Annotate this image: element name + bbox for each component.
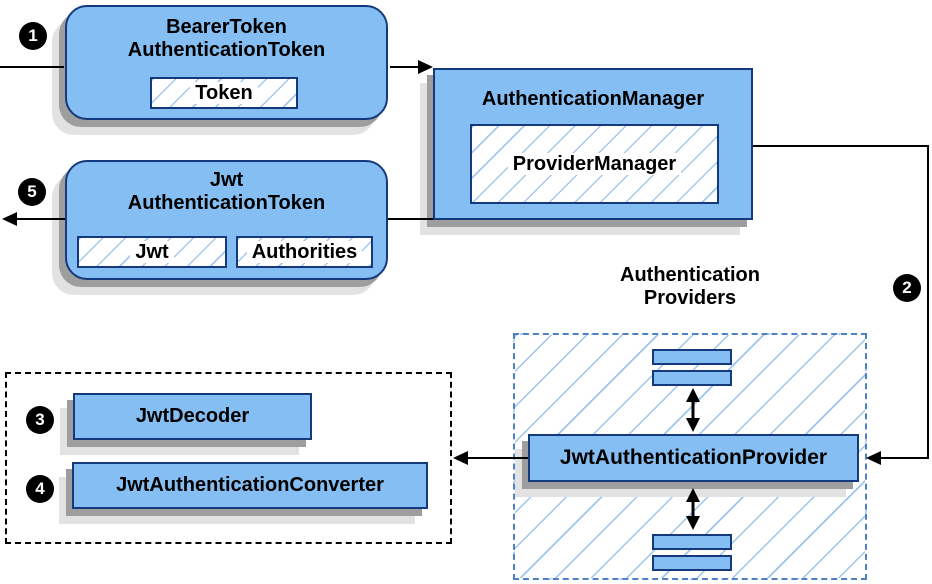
step-badge-5: 5 xyxy=(18,178,46,206)
provider-placeholder-bar xyxy=(652,349,732,365)
step-badge-2: 2 xyxy=(893,274,921,302)
node-jwt-authentication-converter: JwtAuthenticationConverter xyxy=(72,462,428,509)
authentication-providers-label-line1: Authentication xyxy=(620,264,760,286)
node-bearer-token-authentication-token: BearerToken AuthenticationToken Token xyxy=(65,5,388,120)
node-bearer-token-title-line1: BearerToken xyxy=(166,16,287,38)
node-authentication-manager: AuthenticationManager ProviderManager xyxy=(433,68,753,220)
node-jwt-authentication-token-title-line2: AuthenticationToken xyxy=(127,192,326,214)
node-jwt-authentication-token: Jwt AuthenticationToken Jwt Authorities xyxy=(65,160,388,280)
chip-token-label: Token xyxy=(190,82,258,104)
node-jwt-authentication-token-title-line1: Jwt xyxy=(209,169,244,191)
node-authentication-manager-title: AuthenticationManager xyxy=(481,88,705,110)
chip-jwt: Jwt xyxy=(77,236,227,268)
node-bearer-token-title: BearerToken AuthenticationToken xyxy=(67,7,386,62)
jwt-tools-group xyxy=(5,372,452,544)
step-badge-4: 4 xyxy=(26,475,54,503)
step-badge-1: 1 xyxy=(19,22,47,50)
chip-authorities: Authorities xyxy=(236,236,373,268)
authentication-providers-label: Authentication Providers xyxy=(577,264,803,310)
arrow-step5-out xyxy=(2,212,65,226)
chip-provider-manager: ProviderManager xyxy=(470,124,719,204)
provider-placeholder-bar xyxy=(652,534,732,550)
provider-placeholder-bar xyxy=(652,555,732,571)
provider-placeholder-bar xyxy=(652,370,732,386)
node-jwt-decoder: JwtDecoder xyxy=(73,393,312,440)
arrow-bearer-to-manager xyxy=(390,60,433,74)
step-badge-3: 3 xyxy=(26,406,54,434)
node-jwt-authentication-token-title: Jwt AuthenticationToken xyxy=(67,162,386,215)
node-jwt-authentication-provider: JwtAuthenticationProvider xyxy=(528,434,859,482)
chip-provider-manager-label: ProviderManager xyxy=(507,153,682,175)
chip-jwt-label: Jwt xyxy=(130,241,174,263)
authentication-providers-label-line2: Providers xyxy=(643,287,737,309)
chip-authorities-label: Authorities xyxy=(246,241,363,263)
node-bearer-token-title-line2: AuthenticationToken xyxy=(127,39,326,61)
chip-token: Token xyxy=(150,77,298,109)
